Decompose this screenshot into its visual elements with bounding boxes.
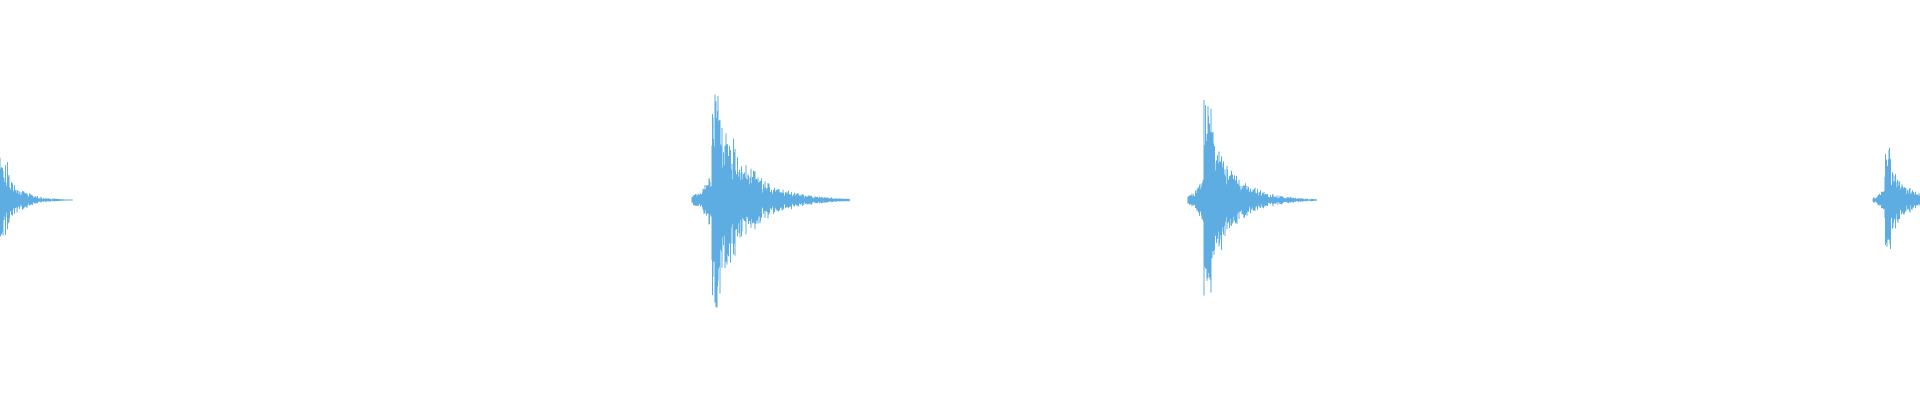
waveform-transient — [1872, 147, 1920, 249]
waveform-transient — [691, 94, 850, 308]
waveform-transient — [0, 157, 73, 237]
waveform-transient-path — [0, 157, 73, 237]
waveform-transient — [1187, 100, 1317, 296]
waveform-transient-path — [1187, 100, 1317, 296]
waveform-transient-path — [691, 94, 850, 308]
waveform-transient-path — [1872, 147, 1920, 249]
